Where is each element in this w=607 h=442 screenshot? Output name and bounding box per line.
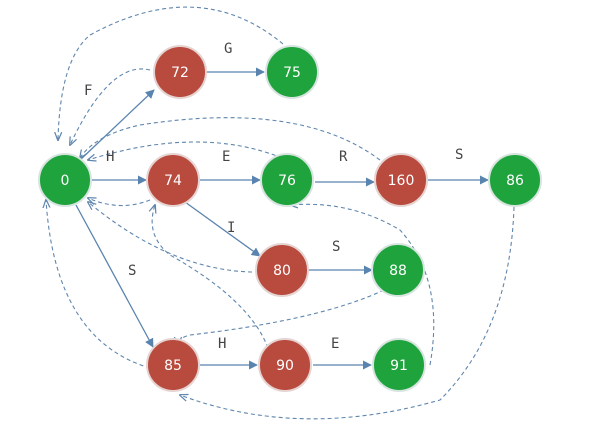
edge-labels: F G H E R S I S S H E	[84, 41, 463, 352]
edge-74-to-80	[184, 201, 261, 257]
node-72[interactable]: 72	[153, 45, 207, 99]
node-85[interactable]: 85	[146, 338, 200, 392]
edge-label-F: F	[84, 83, 92, 99]
edge-label-S: S	[455, 147, 463, 163]
node-90[interactable]: 90	[258, 338, 312, 392]
node-label-76: 76	[278, 173, 296, 189]
edge-0-to-72	[79, 89, 155, 161]
edge-label-R: R	[339, 149, 348, 165]
node-label-86: 86	[506, 173, 524, 189]
node-75[interactable]: 75	[265, 45, 319, 99]
fail-link-72-to-0	[70, 68, 151, 145]
node-86[interactable]: 86	[488, 153, 542, 207]
node-label-75: 75	[283, 65, 301, 81]
fail-link-88-to-85	[178, 289, 385, 345]
node-160[interactable]: 160	[374, 153, 428, 207]
edge-0-to-85	[75, 204, 154, 348]
edge-label-H: H	[106, 149, 114, 165]
node-80[interactable]: 80	[255, 243, 309, 297]
fail-link-85-to-0	[46, 200, 151, 369]
node-label-74: 74	[164, 173, 182, 189]
edge-label-H-2: H	[218, 336, 226, 352]
fail-link-90-to-74	[152, 205, 269, 349]
node-label-80: 80	[273, 263, 291, 279]
fail-link-91-to-76	[290, 204, 435, 366]
edge-label-G: G	[224, 41, 232, 57]
node-label-85: 85	[164, 358, 182, 374]
fail-link-86-to-85	[180, 206, 515, 420]
edge-label-S-2: S	[332, 239, 340, 255]
edge-label-S-3: S	[128, 263, 136, 279]
edge-label-E-2: E	[331, 336, 339, 352]
node-label-72: 72	[171, 65, 189, 81]
node-label-91: 91	[390, 358, 408, 374]
node-76[interactable]: 76	[260, 153, 314, 207]
node-label-88: 88	[389, 263, 407, 279]
fail-link-76-to-0	[88, 141, 283, 160]
fail-link-160-to-0	[80, 117, 381, 161]
fail-link-75-to-0	[58, 6, 284, 140]
edge-label-E: E	[222, 149, 230, 165]
edge-label-I: I	[227, 220, 235, 236]
goto-edges	[75, 67, 489, 370]
node-label-160: 160	[388, 173, 415, 189]
nodes: 0 72 75 74 76 160 86 80	[38, 45, 542, 392]
node-91[interactable]: 91	[372, 338, 426, 392]
node-0[interactable]: 0	[38, 153, 92, 207]
node-88[interactable]: 88	[371, 243, 425, 297]
node-label-90: 90	[276, 358, 294, 374]
fail-link-80-to-0	[88, 202, 253, 273]
fail-link-74-to-0	[88, 198, 151, 207]
node-label-0: 0	[61, 173, 70, 189]
node-74[interactable]: 74	[146, 153, 200, 207]
